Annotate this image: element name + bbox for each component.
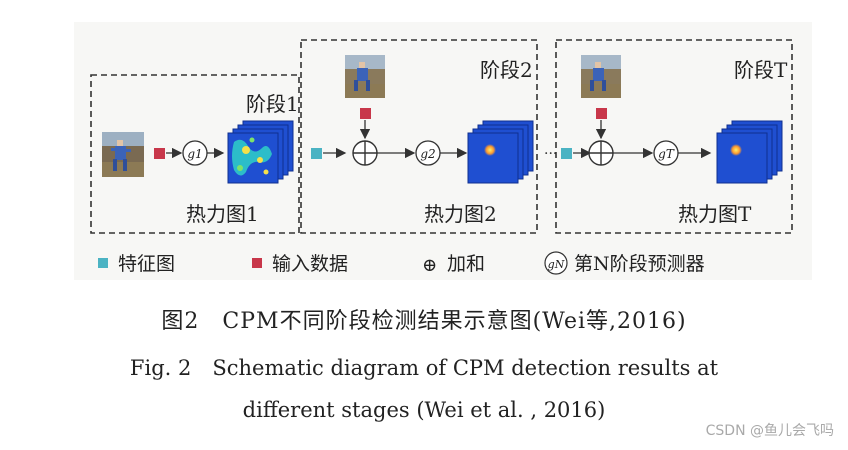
legend-feature-label: 特征图 [118, 253, 175, 275]
stage-t-heatmap-stack [716, 120, 783, 184]
stage-1-heatmap-label: 热力图1 [186, 202, 259, 226]
cpm-diagram: 阶段1 阶段2 阶段T g1 热力图1 [90, 39, 793, 276]
stage-t-input-marker [596, 108, 607, 119]
svg-text:g2: g2 [420, 147, 435, 161]
legend-predictor-symbol [544, 251, 568, 275]
svg-text:g1: g1 [187, 147, 202, 161]
legend-sum-symbol: ⊕ [422, 255, 437, 276]
svg-text:gT: gT [658, 147, 675, 161]
stage-2-heatmap-stack [467, 120, 534, 184]
stage-1-input-marker [154, 148, 165, 159]
stage-2-input-image [345, 55, 385, 98]
caption-english-line-1: Fig. 2 Schematic diagram of CPM detectio… [129, 356, 719, 380]
stage-2-title: 阶段2 [480, 58, 533, 82]
caption-chinese: 图2 CPM不同阶段检测结果示意图(Wei等,2016) [161, 309, 687, 334]
stage-t-box [555, 39, 793, 234]
stage-2-predictor: g2 [415, 140, 441, 166]
legend-feature-swatch [98, 258, 108, 268]
legend-sum-label: 加和 [447, 253, 485, 275]
stage-ellipsis: ··· [544, 146, 557, 162]
legend-input-swatch [252, 258, 262, 268]
stage-2-sum-node [352, 140, 378, 166]
caption-english-line-2: different stages (Wei et al. , 2016) [242, 398, 606, 422]
stage-1-heatmap-stack [227, 120, 294, 184]
stage-t-sum-node [588, 140, 614, 166]
stage-t-predictor: gT [653, 140, 679, 166]
stage-2-box [300, 39, 538, 234]
figure-panel: 阶段1 阶段2 阶段T g1 热力图1 [74, 22, 812, 280]
watermark: CSDN @鱼儿会飞吗 [705, 423, 834, 439]
svg-text:gN: gN [548, 258, 565, 271]
stage-t-heatmap-label: 热力图T [678, 202, 752, 226]
legend-input-label: 输入数据 [272, 253, 348, 275]
stage-t-input-image [581, 55, 621, 98]
legend: 特征图 输入数据 ⊕ 加和 gN 第N阶段预测器 [98, 251, 705, 276]
stage-2-feature-marker [311, 148, 322, 159]
stage-1-input-image [102, 132, 144, 177]
legend-predictor-label: 第N阶段预测器 [574, 253, 705, 275]
stage-t-title: 阶段T [734, 58, 788, 82]
stage-1-box [90, 74, 300, 234]
stage-2-input-marker [360, 108, 371, 119]
stage-t-feature-marker [561, 148, 572, 159]
stage-1-title: 阶段1 [246, 92, 299, 116]
stage-2-heatmap-label: 热力图2 [424, 202, 497, 226]
stage-1-predictor: g1 [182, 140, 208, 166]
